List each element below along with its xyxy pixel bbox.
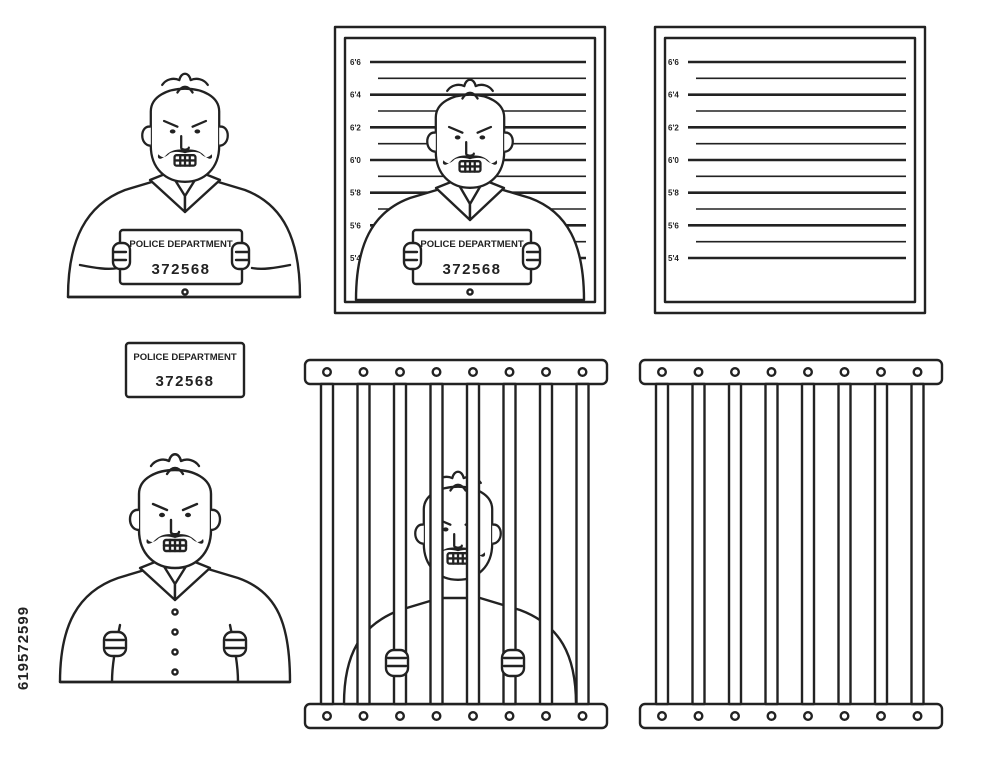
- cell-bar: [392, 382, 408, 706]
- bar-rivet: [912, 711, 923, 722]
- cell-bar: [691, 382, 706, 706]
- bar-rivet: [431, 367, 442, 378]
- jail-cell-empty: [638, 358, 944, 730]
- bar-rivet: [803, 367, 814, 378]
- bar-rivet: [912, 367, 923, 378]
- jail-cell-with-man: [303, 358, 609, 730]
- cell-bar: [837, 382, 852, 706]
- left-hand-on-bar: [384, 648, 410, 678]
- cell-bar: [502, 382, 517, 706]
- cell-bars: [654, 382, 925, 706]
- cell-bar: [356, 382, 371, 706]
- height-label: 6'2: [350, 123, 361, 132]
- height-chart-empty: 6'6 6'4 6'2 6'0 5'8 5'6 5'4: [653, 25, 927, 315]
- cell-bar: [727, 382, 743, 706]
- height-chart-with-man: POLICE DEPARTMENT 372568 6'6 6'4 6'2 6'0 5'8…: [333, 25, 607, 315]
- cell-bar: [910, 382, 925, 706]
- plate-department-label: POLICE DEPARTMENT: [129, 239, 232, 250]
- cell-bars: [319, 382, 590, 706]
- bar-rivet: [468, 711, 479, 722]
- bar-rivet: [504, 711, 515, 722]
- bar-rivet: [541, 367, 552, 378]
- standalone-plate: POLICE DEPARTMENT 372568: [124, 341, 246, 399]
- plate-number: 372568: [151, 261, 210, 278]
- cell-bar: [764, 382, 779, 706]
- bar-rivet: [358, 711, 369, 722]
- cell-bar: [800, 382, 816, 706]
- bar-rivet: [395, 711, 406, 722]
- plate-department-label: POLICE DEPARTMENT: [420, 239, 523, 250]
- cell-bar: [654, 382, 670, 706]
- bar-rivet: [541, 711, 552, 722]
- bar-rivet: [876, 367, 887, 378]
- plate-card: [124, 341, 246, 399]
- height-label: 6'0: [350, 156, 361, 165]
- bar-rivet: [431, 711, 442, 722]
- bar-rivet: [730, 711, 741, 722]
- height-label: 6'6: [350, 58, 361, 67]
- bar-rivet: [322, 367, 333, 378]
- bar-rivet: [358, 367, 369, 378]
- height-label: 6'6: [668, 58, 679, 67]
- bar-rivet: [577, 367, 588, 378]
- bar-rivet: [657, 711, 668, 722]
- cell-bar: [465, 382, 481, 706]
- bar-rivet: [693, 367, 704, 378]
- bar-rivet: [730, 367, 741, 378]
- bar-rivet: [504, 367, 515, 378]
- height-label: 5'4: [668, 254, 679, 263]
- height-label: 5'8: [668, 189, 679, 198]
- bar-rivet: [657, 367, 668, 378]
- plate-department-label: POLICE DEPARTMENT: [133, 352, 236, 363]
- height-chart-labels: 6'6 6'4 6'2 6'0 5'8 5'6 5'4: [668, 58, 679, 263]
- plate-number: 372568: [442, 261, 501, 278]
- cell-bar: [429, 382, 444, 706]
- stock-id-label: 619572599: [15, 606, 32, 690]
- height-label: 6'0: [668, 156, 679, 165]
- cell-bar: [575, 382, 590, 706]
- bar-rivet: [395, 367, 406, 378]
- bar-rivet: [577, 711, 588, 722]
- bar-rivet: [693, 711, 704, 722]
- cell-bar: [538, 382, 554, 706]
- height-label: 6'2: [668, 123, 679, 132]
- height-label: 5'6: [350, 221, 361, 230]
- mugshot-man-with-plate: POLICE DEPARTMENT 372568: [66, 72, 302, 299]
- bar-rivet: [322, 711, 333, 722]
- cell-bar: [319, 382, 335, 706]
- plate-number: 372568: [155, 373, 214, 390]
- height-label: 5'8: [350, 189, 361, 198]
- bar-rivet: [766, 711, 777, 722]
- right-hand-on-bar: [500, 648, 526, 678]
- bar-rivet: [839, 367, 850, 378]
- bar-rivet: [803, 711, 814, 722]
- height-label: 5'4: [350, 254, 361, 263]
- height-label: 5'6: [668, 221, 679, 230]
- height-label: 6'4: [668, 91, 679, 100]
- height-label: 6'4: [350, 91, 361, 100]
- bar-rivet: [839, 711, 850, 722]
- bar-rivet: [876, 711, 887, 722]
- height-chart-labels: 6'6 6'4 6'2 6'0 5'8 5'6 5'4: [350, 58, 361, 263]
- bar-rivet: [468, 367, 479, 378]
- bar-rivet: [766, 367, 777, 378]
- cell-bar: [873, 382, 889, 706]
- right-fist: [222, 630, 248, 658]
- angry-man-fists: [58, 453, 292, 684]
- left-fist: [102, 630, 128, 658]
- height-chart-lines: [688, 60, 906, 260]
